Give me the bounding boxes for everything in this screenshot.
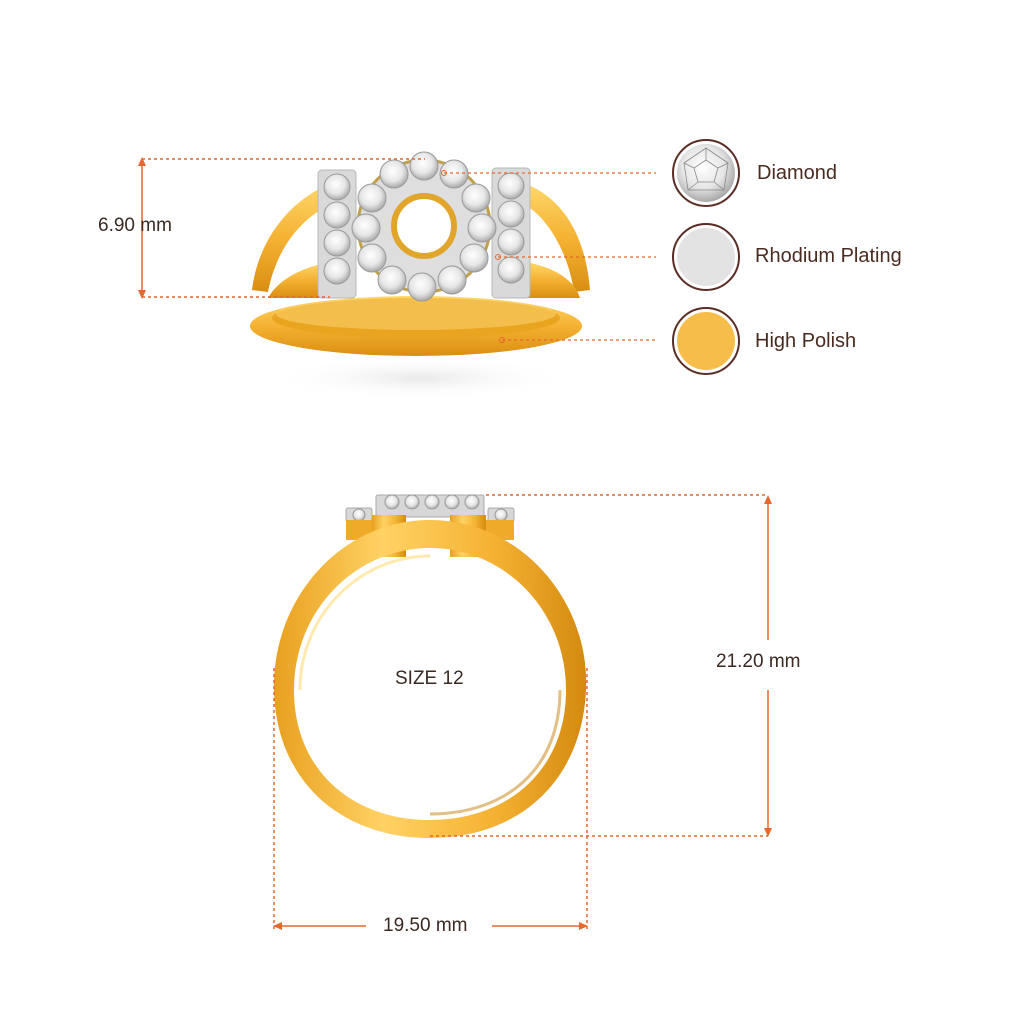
side-width-label: 19.50 mm (383, 915, 468, 936)
shank-left-upper (252, 184, 332, 292)
side-top-diamonds (384, 494, 480, 510)
halo-diamonds (351, 151, 497, 302)
top-height-label: 6.90 mm (98, 215, 172, 236)
ring-side-view (273, 494, 587, 838)
side-height-label: 21.20 mm (716, 651, 801, 672)
rhodium-swatch (672, 223, 740, 291)
legend-label-diamond: Diamond (757, 162, 838, 184)
diamond-icon (672, 139, 740, 207)
left-bar-diamonds (323, 173, 351, 285)
top-height-dimension (138, 157, 425, 299)
right-bar-diamonds (497, 172, 525, 284)
shank-left-lower (268, 262, 330, 298)
shank-right-upper (524, 184, 590, 292)
halo-center-gold (391, 193, 457, 259)
legend-label-rhodium: Rhodium Plating (755, 245, 902, 267)
size-label: SIZE 12 (395, 668, 464, 689)
side-height-dimension (430, 494, 772, 837)
side-width-dimension (273, 668, 588, 930)
shank-right-lower (526, 262, 580, 298)
ring-shadow (270, 356, 570, 400)
legend-leaders (444, 172, 656, 341)
legend-label-high-polish: High Polish (755, 330, 857, 352)
gold-swatch (672, 307, 740, 375)
